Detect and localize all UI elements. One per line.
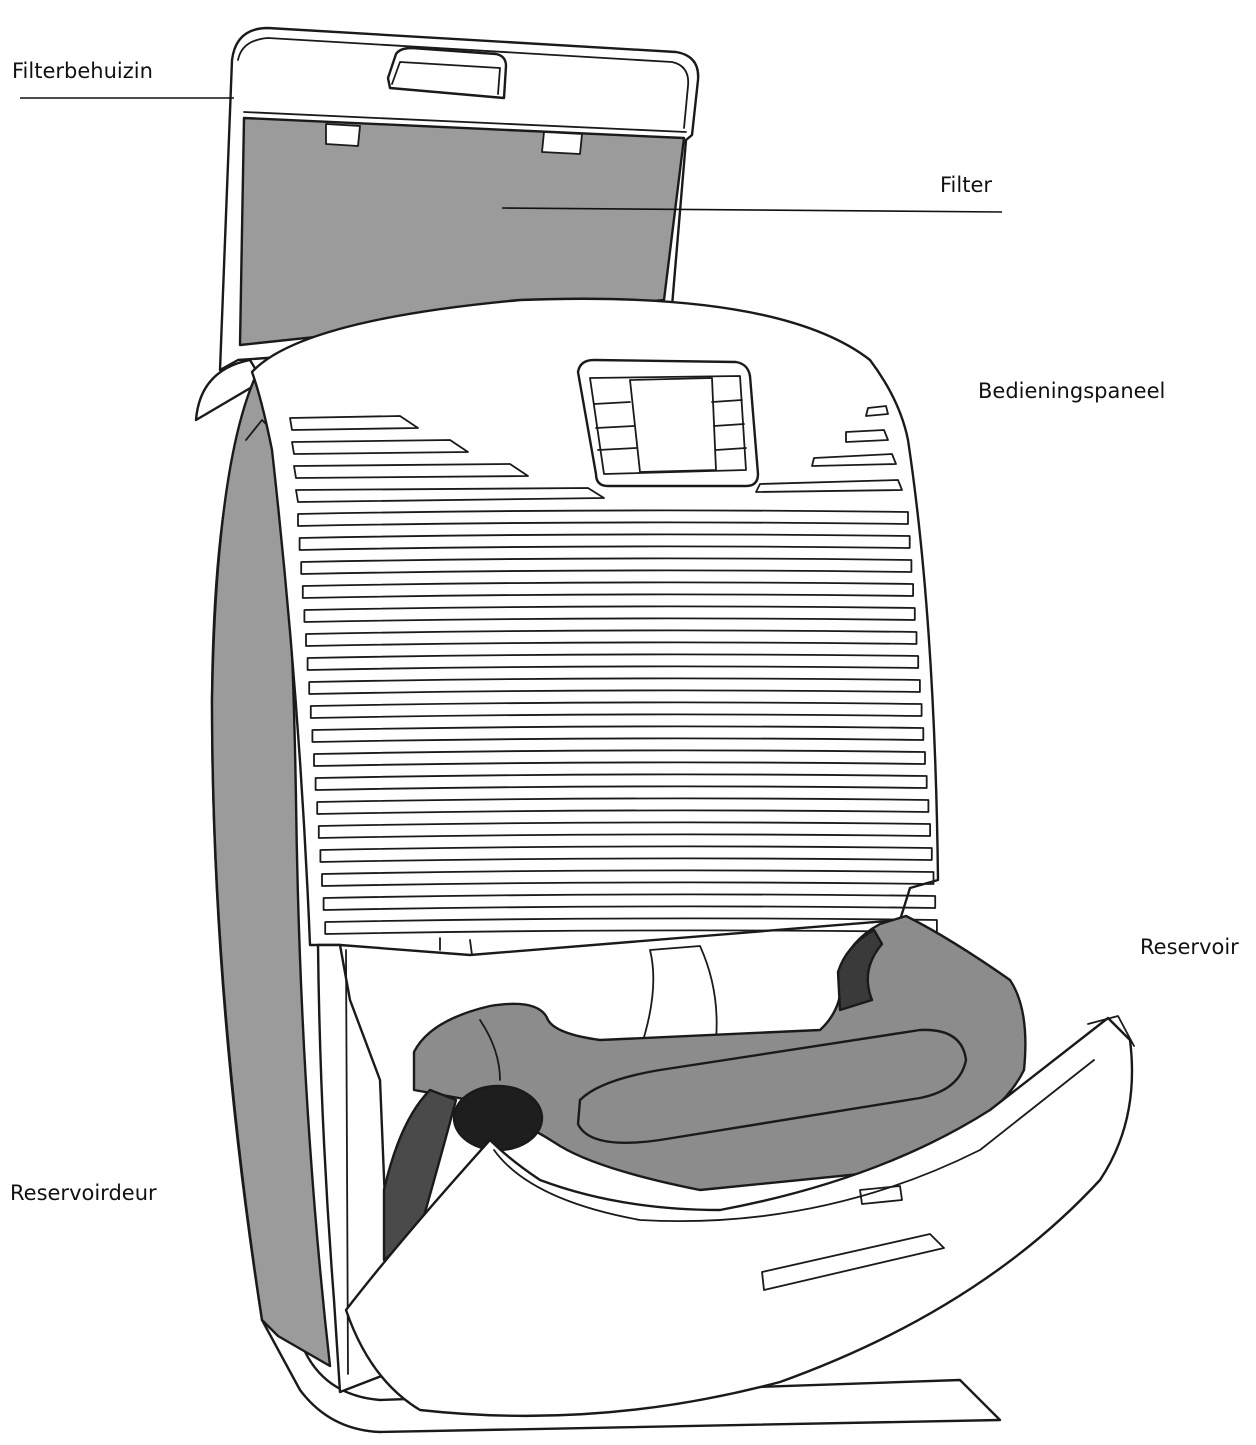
label-filter: Filter xyxy=(940,173,992,197)
lid-handle xyxy=(388,48,506,98)
label-control-panel: Bedieningspaneel xyxy=(978,379,1165,403)
label-filter-housing: Filterbehuizin xyxy=(12,59,153,83)
drain-plug xyxy=(454,1086,542,1150)
label-reservoir-door: Reservoirdeur xyxy=(10,1181,157,1205)
label-reservoir: Reservoir xyxy=(1140,935,1239,959)
control-panel xyxy=(578,360,758,486)
